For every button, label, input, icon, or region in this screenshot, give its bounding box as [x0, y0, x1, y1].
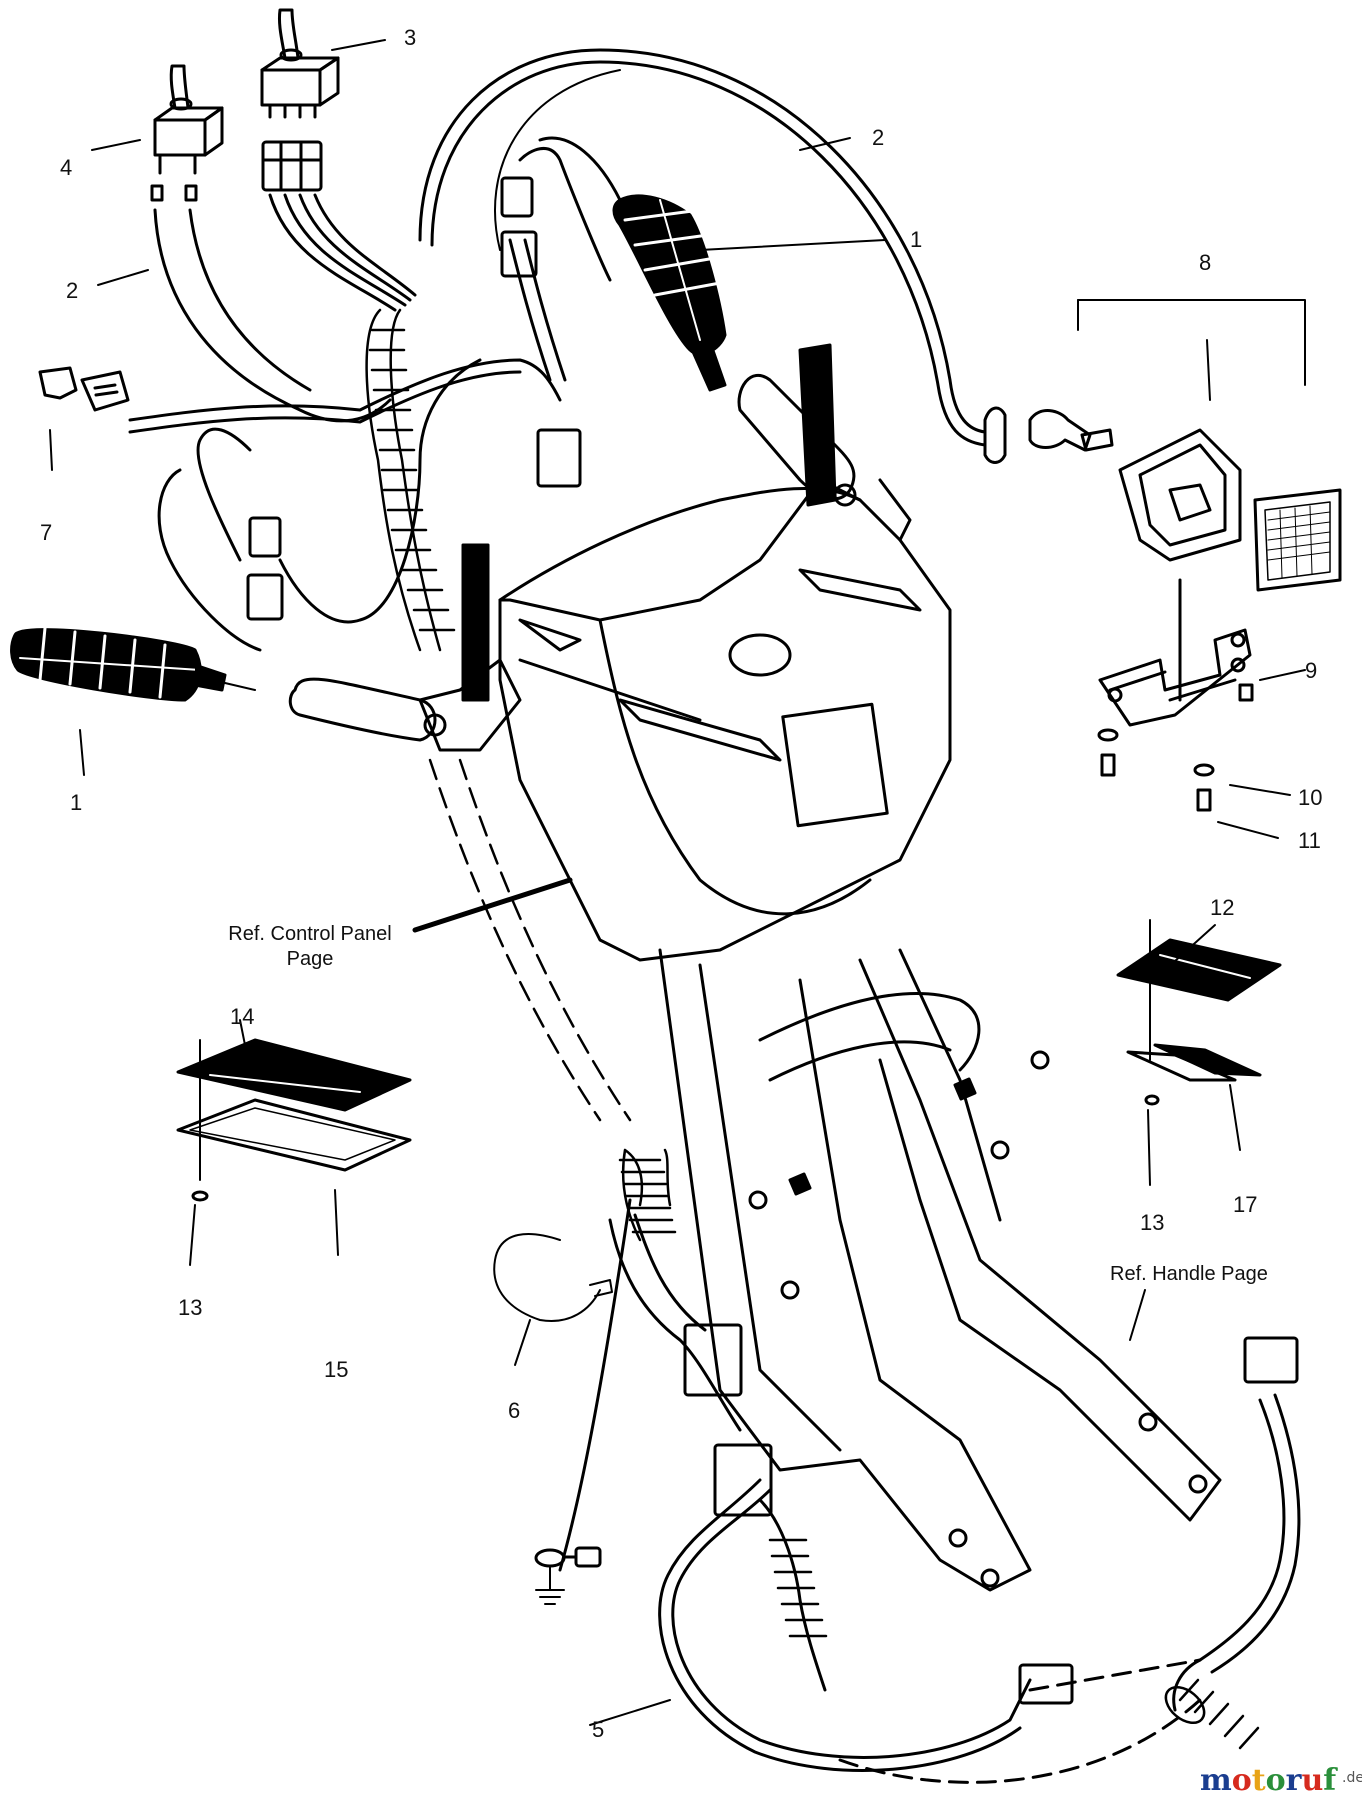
control-panel — [498, 478, 952, 962]
lever-left-icon — [461, 543, 490, 702]
ignition-key-7 — [38, 366, 130, 412]
lever-right-icon — [798, 343, 837, 507]
handle-bolt-hole-icon — [1138, 1412, 1158, 1432]
coiled-harness-lower — [618, 1148, 1260, 1750]
toggle-switch-3 — [260, 8, 340, 119]
callout-2-wires: 2 — [66, 278, 78, 303]
callout-17: 17 — [1233, 1192, 1257, 1217]
callout-7: 7 — [40, 520, 52, 545]
coiled-harness-upper — [365, 308, 456, 652]
watermark-logo: motoruf .de — [1200, 1763, 1362, 1798]
connectors-upper — [246, 140, 582, 621]
grip-right — [612, 194, 727, 392]
handle-frame — [658, 948, 1222, 1592]
reference-labels: Ref. Control Panel Page Ref. Handle Page — [228, 923, 1268, 1285]
grip-left — [10, 626, 256, 702]
handle-bolt-hole-icon — [948, 1528, 968, 1548]
callout-15: 15 — [324, 1357, 348, 1382]
callout-14: 14 — [230, 1004, 254, 1029]
callout-13-right: 13 — [1140, 1210, 1164, 1235]
callout-8: 8 — [1199, 250, 1211, 275]
callout-10: 10 — [1298, 785, 1322, 810]
ground-wire-6 — [493, 1233, 613, 1322]
watermark-suffix: .de — [1342, 1770, 1362, 1786]
ref-control-panel-page-label: Page — [287, 948, 334, 970]
ground-symbol-icon — [535, 1565, 565, 1605]
handlebar-tubes — [288, 343, 857, 752]
callout-2-cable: 2 — [872, 125, 884, 150]
plate-12 — [1116, 919, 1282, 1106]
callout-11: 11 — [1298, 828, 1321, 853]
callout-1-grip-right: 1 — [910, 227, 922, 252]
callout-1-grip-left: 1 — [70, 790, 82, 815]
callout-numbers: 3 4 2 2 1 1 7 8 9 10 11 12 13 17 14 13 1… — [40, 25, 1322, 1742]
callout-6: 6 — [508, 1398, 520, 1423]
callout-4: 4 — [60, 155, 72, 180]
callout-9: 9 — [1305, 658, 1317, 683]
plate-14 — [176, 1038, 412, 1202]
lower-harness-5 — [558, 1198, 1301, 1784]
harness-branches — [128, 136, 622, 652]
routing-dashed-lines — [428, 758, 632, 1122]
toggle-switch-4 — [150, 64, 224, 202]
leader-lines — [49, 39, 1306, 1726]
reference-arrows — [412, 877, 573, 933]
ref-handle-page-label: Ref. Handle Page — [1110, 1263, 1268, 1285]
handle-bolt-hole-icon — [1188, 1474, 1208, 1494]
headlight-bracket-9 — [1097, 578, 1254, 812]
headlight-assembly — [983, 406, 1342, 592]
callout-13-left: 13 — [178, 1295, 202, 1320]
watermark-brand: motoruf — [1200, 1763, 1338, 1798]
callout-3: 3 — [404, 25, 416, 50]
handle-bolt-hole-icon — [980, 1568, 1000, 1588]
callout-5: 5 — [592, 1717, 604, 1742]
wire-harness-main — [418, 48, 987, 447]
ground-terminal — [534, 1546, 602, 1568]
ref-control-panel-label: Ref. Control Panel — [228, 923, 391, 945]
callout-12: 12 — [1210, 895, 1234, 920]
